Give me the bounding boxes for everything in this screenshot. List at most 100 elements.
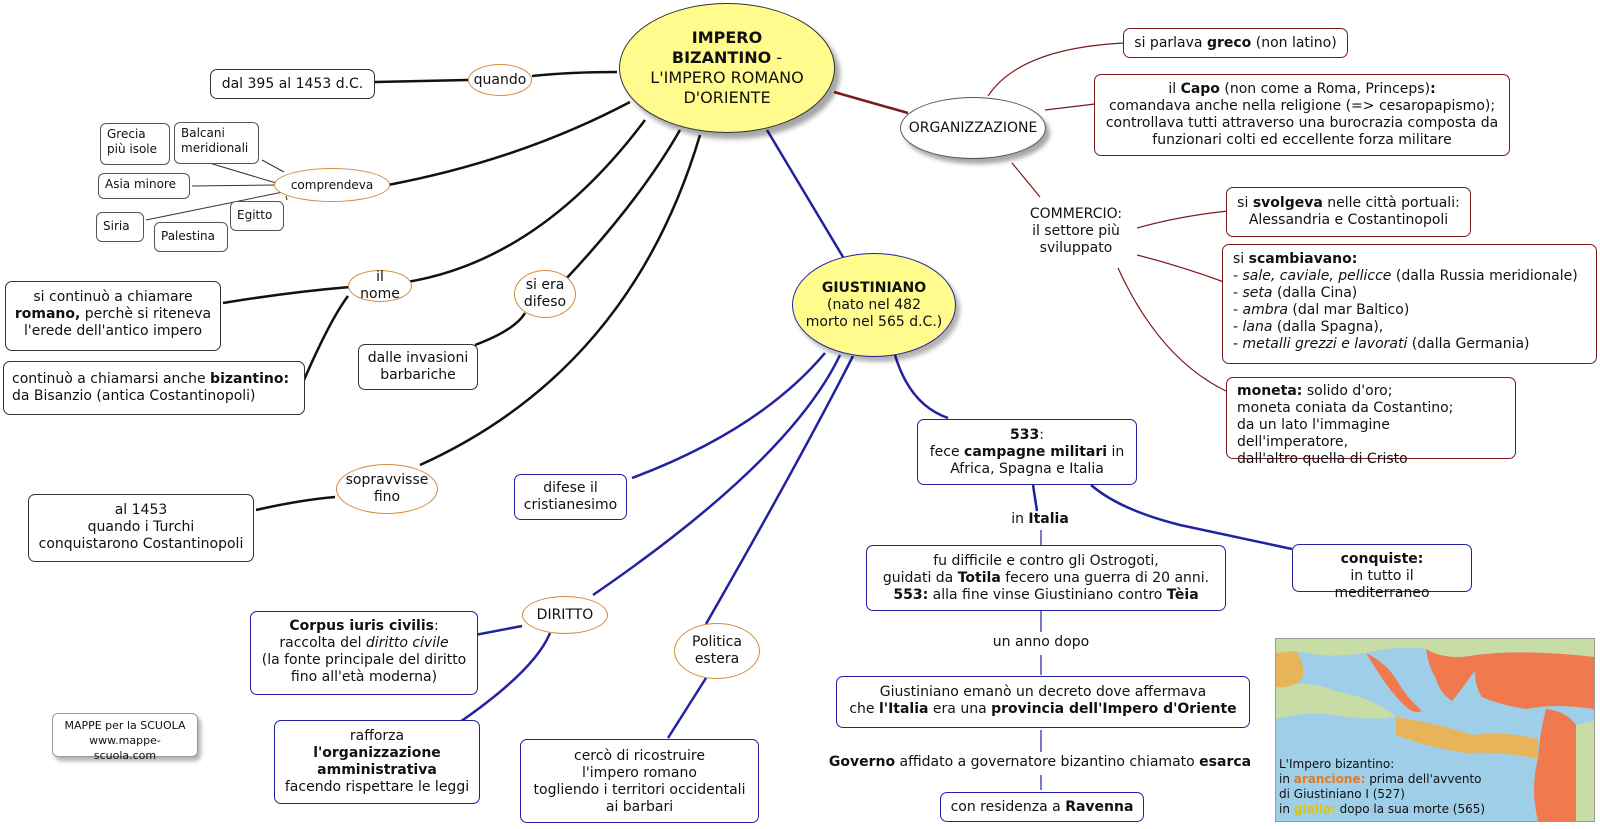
giustiniano-title: GIUSTINIANO bbox=[821, 279, 927, 296]
brand-box[interactable]: MAPPE per la SCUOLA www.mappe-scuola.com bbox=[52, 713, 198, 762]
sopravvisse-line2: fino bbox=[373, 489, 401, 505]
region-balcani-text: Balcani meridionali bbox=[181, 126, 249, 155]
moneta-b: solido d'oro; bbox=[1302, 383, 1393, 399]
decreto-2d: provincia dell'Impero d'Oriente bbox=[991, 701, 1237, 717]
corpus-f: fino all'età moderna) bbox=[290, 669, 438, 685]
conquiste-line2: in tutto il mediterraneo bbox=[1334, 568, 1430, 601]
ravenna-b: Ravenna bbox=[1065, 799, 1134, 815]
legend-line3: di Giustiniano I (527) bbox=[1279, 787, 1405, 801]
region-asia-minore: Asia minore bbox=[98, 173, 190, 199]
scambiavano-box: si scambiavano: - sale, caviale, pellicc… bbox=[1222, 244, 1597, 364]
brand-line1: MAPPE per la SCUOLA bbox=[64, 719, 186, 732]
moneta-line4: dall'altro quella di Cristo bbox=[1237, 451, 1408, 467]
governo-a: Governo bbox=[828, 754, 896, 770]
goods-3: lana bbox=[1242, 319, 1273, 335]
central-title-1: IMPERO bbox=[691, 28, 763, 47]
nome-bizantino-box: continuò a chiamarsi anche bizantino: da… bbox=[3, 361, 305, 415]
cristianesimo-line2: cristianesimo bbox=[523, 497, 618, 513]
giustiniano-line2: (nato nel 482 bbox=[827, 296, 921, 313]
politica-text-1: cercò di ricostruire bbox=[574, 748, 705, 764]
map-levant-egypt bbox=[1534, 709, 1576, 821]
sopravvisse-line1: sopravvisse bbox=[345, 472, 429, 488]
decreto-2c: era una bbox=[928, 701, 992, 717]
politica-text-2: l'impero romano bbox=[582, 765, 697, 781]
origin-0: (dalla Russia meridionale) bbox=[1391, 268, 1578, 284]
origin-3: (dalla Spagna), bbox=[1272, 319, 1384, 335]
map-graphic bbox=[1276, 639, 1594, 821]
nome-biz-bold: bizantino: bbox=[210, 371, 290, 387]
nome-text: il nome bbox=[360, 269, 400, 302]
ostrogoti-l2a: guidati da bbox=[882, 570, 958, 586]
legend-4c: dopo la sua morte (565) bbox=[1335, 802, 1486, 816]
central-subtitle-1: L'IMPERO ROMANO bbox=[650, 68, 804, 87]
goods-2: ambra bbox=[1242, 302, 1288, 318]
anno-dopo-label: un anno dopo bbox=[981, 634, 1101, 654]
sopravvisse-value-1: al 1453 bbox=[114, 502, 168, 518]
legend-4b: giallo: bbox=[1293, 802, 1336, 816]
scambiavano-a: si bbox=[1233, 251, 1249, 267]
sopravvisse-label: sopravvisse fino bbox=[336, 464, 438, 514]
goods-0: sale, caviale, pellicce bbox=[1242, 268, 1392, 284]
comprendeva-text: comprendeva bbox=[290, 177, 374, 192]
capo-d: : bbox=[1430, 81, 1436, 97]
map-spain bbox=[1276, 651, 1304, 688]
moneta-line2: moneta coniata da Costantino; bbox=[1237, 400, 1454, 416]
capo-a: il bbox=[1168, 81, 1181, 97]
difeso-line1: si era bbox=[525, 277, 565, 293]
origin-2: (dal mar Baltico) bbox=[1287, 302, 1410, 318]
map-balkans bbox=[1426, 649, 1476, 701]
region-palestina-text: Palestina bbox=[161, 229, 216, 243]
moneta-a: moneta: bbox=[1237, 383, 1303, 399]
map-land-north bbox=[1276, 639, 1594, 657]
svolgeva-b: svolgeva bbox=[1252, 195, 1323, 211]
goods-1: seta bbox=[1242, 285, 1273, 301]
region-egitto-text: Egitto bbox=[237, 208, 273, 222]
corpus-a: Corpus iuris civilis bbox=[289, 618, 434, 634]
region-palestina: Palestina bbox=[154, 222, 228, 252]
capo-line3: controllava tutti attraverso una burocra… bbox=[1105, 115, 1499, 131]
region-siria-text: Siria bbox=[103, 219, 130, 233]
origin-1: (dalla Cina) bbox=[1272, 285, 1358, 301]
corpus-b: : bbox=[433, 618, 439, 634]
rafforza-box: rafforza l'organizzazione amministrativa… bbox=[274, 720, 480, 804]
commercio-line2: il settore più bbox=[1032, 223, 1120, 239]
politica-text-4: ai barbari bbox=[605, 799, 674, 815]
commercio-node: COMMERCIO: il settore più sviluppato bbox=[1016, 206, 1136, 260]
scambiavano-item: - metalli grezzi e lavorati (dalla Germa… bbox=[1233, 336, 1530, 352]
campagne-line3: Africa, Spagna e Italia bbox=[950, 461, 1104, 477]
scambiavano-item: - ambra (dal mar Baltico) bbox=[1233, 302, 1410, 318]
decreto-box: Giustiniano emanò un decreto dove afferm… bbox=[836, 676, 1250, 728]
greco-box: si parlava greco (non latino) bbox=[1123, 28, 1348, 58]
campagne-b-b: campagne militari bbox=[964, 444, 1108, 460]
comprendeva-label: comprendeva bbox=[274, 168, 390, 202]
map-legend: L'Impero bizantino: in arancione: prima … bbox=[1279, 757, 1485, 817]
difeso-value-2: barbariche bbox=[380, 367, 456, 383]
campagne-year: 533 bbox=[1010, 427, 1040, 443]
campagne-colon: : bbox=[1039, 427, 1044, 443]
decreto-line1: Giustiniano emanò un decreto dove afferm… bbox=[879, 684, 1207, 700]
quando-value: dal 395 al 1453 d.C. bbox=[210, 69, 375, 99]
corpus-box: Corpus iuris civilis: raccolta del dirit… bbox=[250, 611, 478, 695]
moneta-line3: da un lato l'immagine dell'imperatore, bbox=[1237, 417, 1390, 450]
greco-c: (non latino) bbox=[1251, 35, 1337, 51]
giustiniano-line3: morto nel 565 d.C.) bbox=[805, 313, 943, 330]
capo-line4: funzionari colti ed eccellente forza mil… bbox=[1152, 132, 1452, 148]
rafforza-4: facendo rispettare le leggi bbox=[284, 779, 470, 795]
politica-box: cercò di ricostruire l'impero romano tog… bbox=[520, 739, 759, 823]
map-italy bbox=[1366, 653, 1422, 713]
map-africa-coast bbox=[1396, 717, 1538, 759]
scambiavano-item: - seta (dalla Cina) bbox=[1233, 285, 1358, 301]
capo-b: Capo bbox=[1180, 81, 1220, 97]
region-grecia: Grecia più isole bbox=[100, 123, 170, 165]
in-italia-b: Italia bbox=[1028, 511, 1069, 527]
corpus-d: diritto civile bbox=[365, 635, 449, 651]
origin-4: (dalla Germania) bbox=[1407, 336, 1530, 352]
nome-romano-bold: romano, bbox=[14, 306, 81, 322]
map-land-africa-west bbox=[1276, 683, 1396, 719]
region-grecia-text: Grecia più isole bbox=[107, 127, 158, 156]
central-topic: IMPERO BIZANTINO - L'IMPERO ROMANO D'ORI… bbox=[619, 3, 835, 133]
brand-line2[interactable]: www.mappe-scuola.com bbox=[89, 734, 161, 762]
region-egitto: Egitto bbox=[230, 201, 284, 231]
scambiavano-item: - sale, caviale, pellicce (dalla Russia … bbox=[1233, 268, 1578, 284]
sopravvisse-value: al 1453 quando i Turchi conquistarono Co… bbox=[28, 494, 254, 562]
